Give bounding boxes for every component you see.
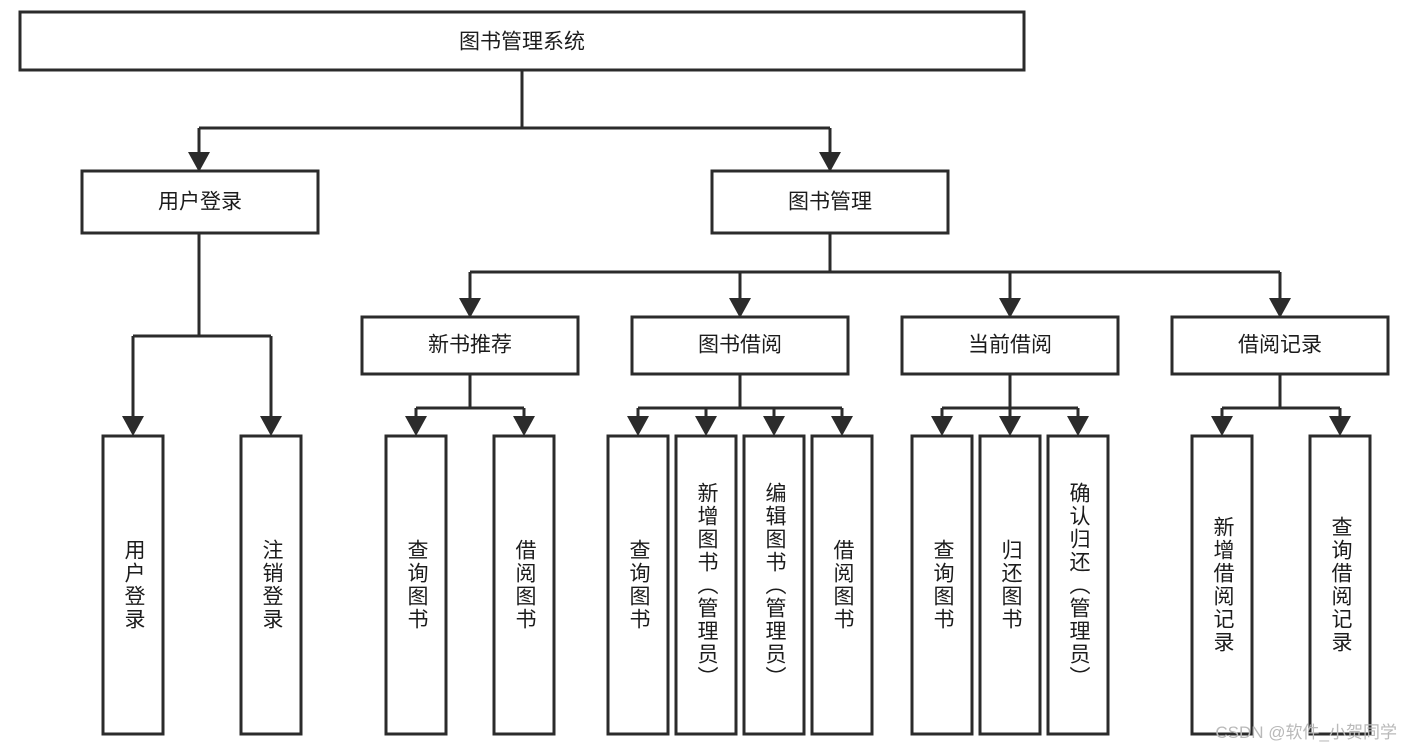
leaf-box-borrow-book-1[interactable]: [492, 434, 556, 736]
arrow-leaf-logout: [260, 416, 282, 436]
node-new-book-box[interactable]: [360, 315, 580, 376]
leaf-box-query-record[interactable]: [1308, 434, 1372, 736]
arrow-leaf-confirm-return: [1067, 416, 1089, 436]
arrow-leaf-borrow-book-1: [513, 416, 535, 436]
leaf-box-add-record[interactable]: [1190, 434, 1254, 736]
arrow-to-current-borrow: [999, 298, 1021, 318]
node-book-mgmt-label: 图书管理: [788, 191, 872, 214]
leaf-box-query-book-1[interactable]: [384, 434, 448, 736]
node-root-label: 图书管理系统: [459, 31, 585, 54]
leaf-box-confirm-return[interactable]: [1046, 434, 1110, 736]
leaf-box-edit-book[interactable]: [742, 434, 806, 736]
connector-group-book-borrow: [627, 374, 853, 436]
leaf-box-return-book[interactable]: [978, 434, 1042, 736]
connector-group-root: [188, 70, 841, 172]
leaf-box-borrow-book-2[interactable]: [810, 434, 874, 736]
csdn-watermark: CSDN @软件_小贺同学: [1215, 723, 1397, 742]
leaf-box-query-book-2[interactable]: [606, 434, 670, 736]
leaf-box-logout[interactable]: [239, 434, 303, 736]
connector-group-book-mgmt: [459, 233, 1291, 318]
connector-group-current-borrow: [931, 374, 1089, 436]
arrow-leaf-query-book-2: [627, 416, 649, 436]
arrow-leaf-query-book-1: [405, 416, 427, 436]
leaf-box-user-login[interactable]: [101, 434, 165, 736]
arrow-leaf-edit-book: [763, 416, 785, 436]
arrow-leaf-add-book: [695, 416, 717, 436]
connector-group-user-login: [122, 233, 282, 436]
arrow-to-new-book: [459, 298, 481, 318]
arrow-leaf-borrow-book-2: [831, 416, 853, 436]
node-user-login-box[interactable]: [80, 169, 320, 235]
leaf-box-add-book[interactable]: [674, 434, 738, 736]
arrow-leaf-user-login: [122, 416, 144, 436]
node-user-login-label: 用户登录: [158, 191, 242, 214]
node-root-box[interactable]: [18, 10, 1026, 72]
connector-group-new-book: [405, 374, 535, 436]
node-book-mgmt-box[interactable]: [710, 169, 950, 235]
node-borrow-record-label: 借阅记录: [1238, 334, 1322, 357]
arrow-leaf-add-record: [1211, 416, 1233, 436]
node-current-borrow-label: 当前借阅: [968, 334, 1052, 357]
node-new-book-label: 新书推荐: [428, 334, 512, 357]
arrow-to-borrow-record: [1269, 298, 1291, 318]
arrow-to-user-login: [188, 152, 210, 172]
arrow-leaf-return-book: [999, 416, 1021, 436]
node-borrow-record-box[interactable]: [1170, 315, 1390, 376]
node-current-borrow-box[interactable]: [900, 315, 1120, 376]
connector-group-borrow-record: [1211, 374, 1351, 436]
arrow-to-book-mgmt: [819, 152, 841, 172]
arrow-to-book-borrow: [729, 298, 751, 318]
arrow-leaf-query-record: [1329, 416, 1351, 436]
arrow-leaf-query-book-3: [931, 416, 953, 436]
node-book-borrow-box[interactable]: [630, 315, 850, 376]
leaf-box-query-book-3[interactable]: [910, 434, 974, 736]
node-book-borrow-label: 图书借阅: [698, 334, 782, 357]
